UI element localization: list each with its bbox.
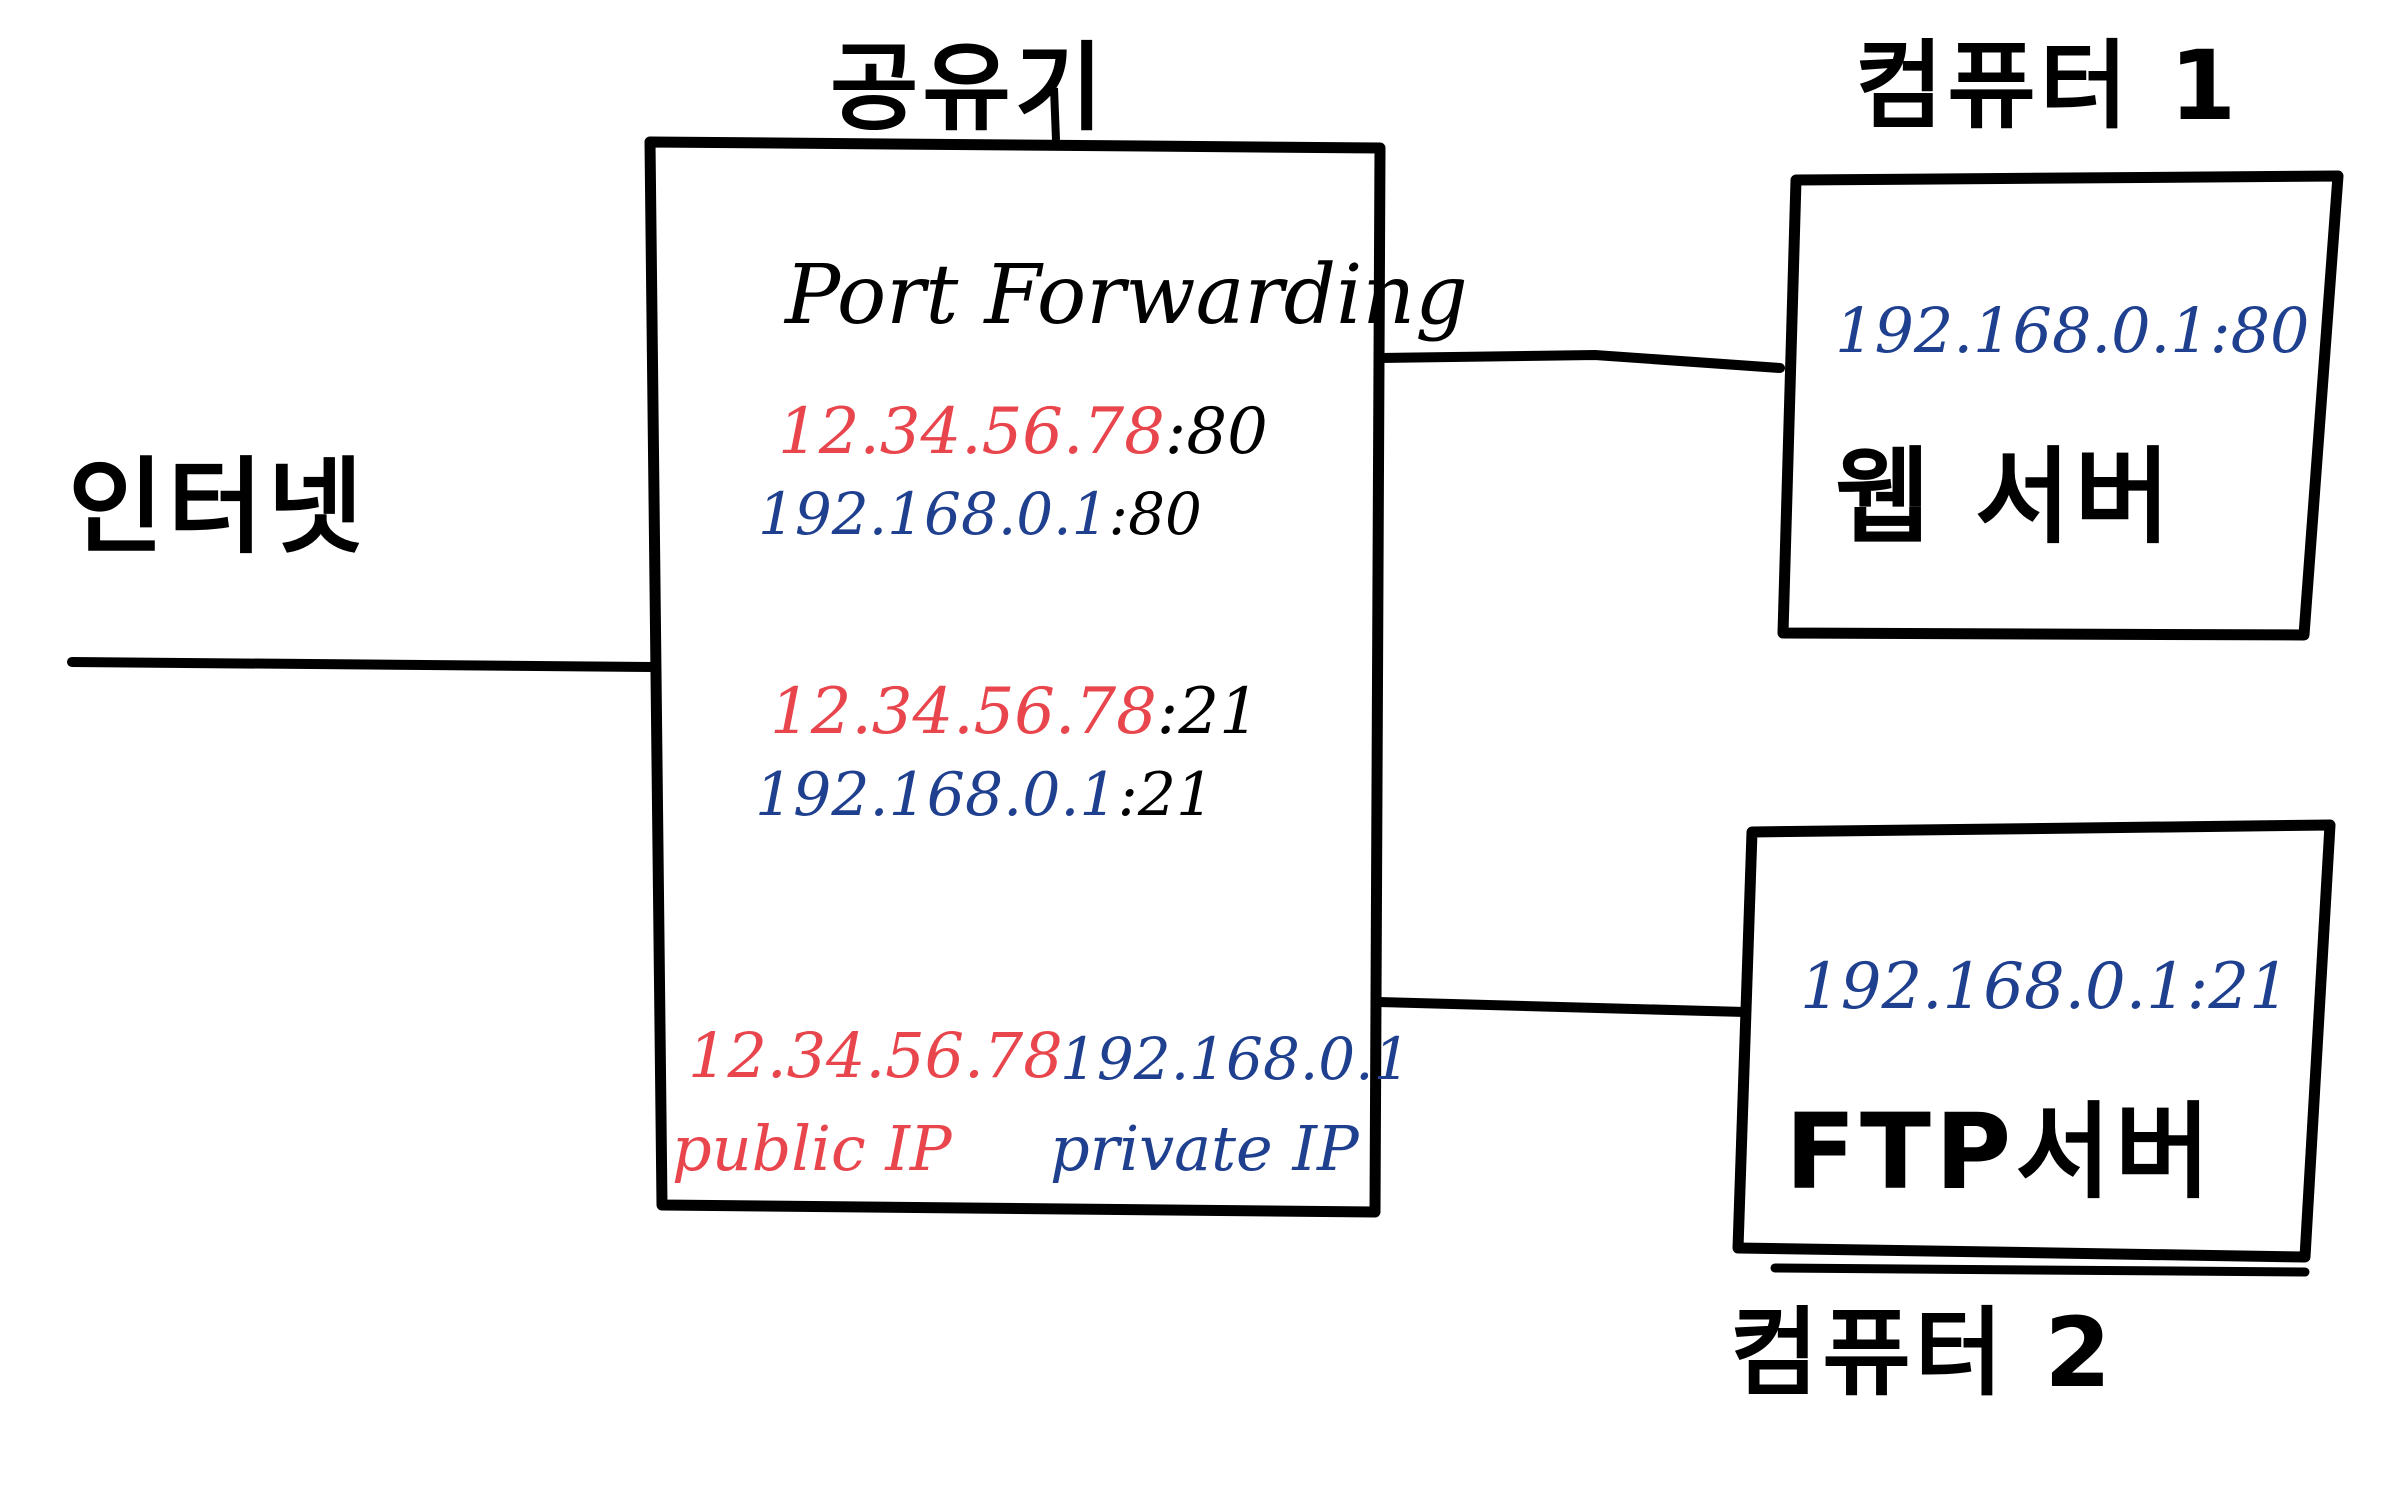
public-ip-value: 12.34.56.78 xyxy=(688,1019,1063,1092)
computer1-server: 웹 서버 xyxy=(1835,436,2175,558)
computer1-link xyxy=(1375,349,1785,373)
rule-2-public: 12.34.56.78:21 xyxy=(770,680,1260,744)
computer2-link xyxy=(1373,997,1750,1017)
computer1-address: 192.168.0.1:80 xyxy=(1835,294,2310,367)
rule-2-private-ip: 192.168.0.1 xyxy=(755,760,1118,830)
rule-1-public: 12.34.56.78:80 xyxy=(778,400,1268,464)
rule-1-public-ip: 12.34.56.78 xyxy=(778,395,1165,469)
computer2-server: FTP서버 xyxy=(1785,1091,2215,1213)
rule-2-private: 192.168.0.1:21 xyxy=(755,765,1214,825)
router-box xyxy=(644,136,1386,1218)
rule-2-private-port: :21 xyxy=(1117,760,1215,830)
computer2-bottom-stroke xyxy=(1770,1263,2310,1277)
rule-1-private-port: :80 xyxy=(1108,480,1202,548)
computer2-box xyxy=(1732,819,2336,1263)
router-title-stroke xyxy=(1050,87,1060,141)
port-forwarding-heading: Port Forwarding xyxy=(785,248,1468,343)
router-title: 공유기 xyxy=(830,32,1107,144)
rule-2-public-port: :21 xyxy=(1156,675,1260,749)
computer2-address: 192.168.0.1:21 xyxy=(1800,950,2290,1024)
public-ip-label: public IP xyxy=(672,1112,952,1185)
internet-link xyxy=(67,657,660,672)
rule-1-private: 192.168.0.1:80 xyxy=(758,485,1202,543)
computer2-title: 컴퓨터 2 xyxy=(1730,1297,2116,1409)
private-ip-label: private IP xyxy=(1050,1112,1359,1185)
computer1-title: 컴퓨터 1 xyxy=(1855,30,2241,142)
private-ip-value: 192.168.0.1 xyxy=(1060,1025,1411,1093)
rule-2-public-ip: 12.34.56.78 xyxy=(770,675,1157,749)
rule-1-private-ip: 192.168.0.1 xyxy=(758,480,1109,548)
computer1-box xyxy=(1777,170,2344,641)
internet-label: 인터넷 xyxy=(68,446,368,568)
rule-1-public-port: :80 xyxy=(1164,395,1268,469)
